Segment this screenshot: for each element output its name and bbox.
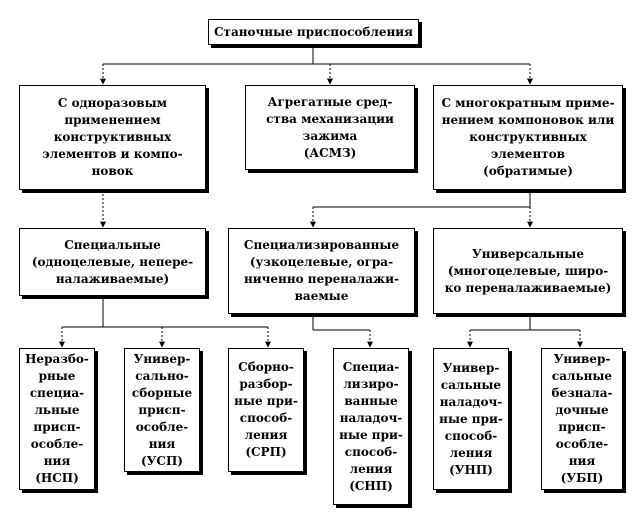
node-label-line: ления (449, 445, 493, 460)
node-single-use: С одноразовым применением конструктивных эл… (19, 85, 206, 190)
node-universal: Универсальные (многоцелевые, широ-ко пере… (433, 228, 623, 314)
node-label-line: разбор- (239, 377, 293, 391)
node-label-line: присп- (558, 420, 606, 434)
node-label-line: лизиро- (343, 376, 399, 391)
node-label-line: (СНП) (349, 478, 393, 493)
node-label-line: элементов и компо- (42, 147, 183, 161)
node-label-line: Специа- (342, 359, 400, 374)
node-label-line: ниченно переналажи- (243, 272, 400, 286)
node-label-line: элементов (490, 147, 566, 161)
node-label-line: (СРП) (245, 445, 287, 459)
node-label-line: (АСМЗ) (303, 145, 357, 160)
node-label-line: Станочные приспособления (213, 24, 414, 39)
node-label-line: ванные (344, 393, 398, 408)
node-label-line: способ- (444, 428, 498, 443)
node-label-line: нением компоновок или (441, 113, 615, 127)
node-label-line: особле- (135, 419, 189, 434)
node-label-line: льные (34, 403, 80, 417)
node-label-line: ства механизации (266, 111, 394, 126)
node-label-line: ные при- (439, 411, 503, 426)
node-specialized: Специализированные (узкоцелевые, огра-нич… (228, 228, 415, 314)
node-label-line: Универсальные (472, 246, 584, 261)
node-label-line: (УСП) (141, 453, 183, 468)
node-label-line: С многократным приме- (441, 96, 615, 110)
node-label-line: Агрегатные сред- (267, 94, 393, 109)
node-label-line: сборные (131, 385, 193, 400)
node-label-line: (УБП) (560, 471, 604, 485)
node-label-line: ния (148, 436, 176, 451)
node-label-line: присп- (33, 420, 81, 434)
node-label-line: наладоч- (439, 394, 503, 409)
node-asmz: Агрегатные сред-ства механизации зажима (А… (245, 85, 415, 170)
node-label-line: способ- (344, 444, 398, 459)
node-label-line: специа- (29, 386, 85, 400)
node-label-line: присп- (138, 402, 186, 417)
node-label-line: конструктивных (53, 130, 172, 144)
node-ubp: Универ-сальные безнала-дочные присп-особле… (541, 348, 623, 490)
node-label-line: налаживаемые) (55, 271, 170, 286)
node-label-line: особле- (555, 437, 609, 451)
node-root: Станочные приспособления (208, 19, 419, 45)
node-label-line: сально- (135, 368, 189, 383)
node-label-line: С одноразовым (57, 96, 168, 110)
node-label-line: (одноцелевые, непере- (31, 254, 194, 269)
node-multi-use: С многократным приме-нением компоновок и… (433, 85, 623, 190)
node-label-line: особле- (30, 437, 84, 451)
node-label-line: ные при- (339, 427, 403, 442)
node-label-line: безнала- (551, 386, 613, 400)
node-label-line: сальные (440, 377, 502, 392)
node-label-line: сальные (551, 369, 613, 383)
node-label-line: наладоч- (339, 410, 403, 425)
node-unp: Универ-сальные наладоч-ные при-способ-лен… (433, 348, 509, 490)
node-label-line: Сборно- (238, 360, 294, 374)
node-label-line: (узкоцелевые, огра- (249, 255, 394, 269)
node-label-line: ко переналаживаемые) (444, 280, 612, 295)
node-label-line: ления (349, 461, 393, 476)
node-label-line: Универ- (553, 352, 611, 366)
node-label-line: ления (244, 428, 288, 442)
node-nsp: Неразбо-рные специа-льные присп-особле-ния… (19, 348, 95, 490)
node-label-line: способ- (239, 411, 293, 425)
node-label-line: применением (64, 113, 161, 127)
node-srp: Сборно-разбор-ные при-способ-ления (СРП) (228, 348, 304, 472)
node-label-line: (обратимые) (483, 164, 573, 178)
node-label-line: ваемые (294, 289, 349, 303)
node-label-line: Специализированные (243, 238, 400, 252)
node-label-line: ные при- (234, 394, 298, 408)
node-label-line: конструктивных (469, 130, 587, 144)
node-label-line: (НСП) (35, 471, 79, 485)
node-label-line: рные (38, 369, 76, 383)
node-label-line: Универ- (133, 351, 191, 366)
node-label-line: Специальные (64, 237, 161, 252)
node-label-line: зажима (302, 128, 358, 143)
node-label-line: ния (568, 454, 596, 468)
node-label-line: Универ- (442, 360, 500, 375)
node-snp: Специа-лизиро-ванные наладоч-ные при-спос… (333, 348, 409, 505)
node-label-line: Неразбо- (25, 352, 89, 366)
node-label-line: (УНП) (449, 462, 493, 477)
node-label-line: ния (43, 454, 71, 468)
node-special: Специальные (одноцелевые, непере-налажива… (19, 228, 206, 296)
node-label-line: (многоцелевые, широ- (447, 263, 609, 278)
node-usp: Универ-сально-сборные присп-особле-ния (УС… (124, 348, 200, 472)
node-label-line: новок (91, 164, 134, 178)
node-label-line: дочные (555, 403, 609, 417)
